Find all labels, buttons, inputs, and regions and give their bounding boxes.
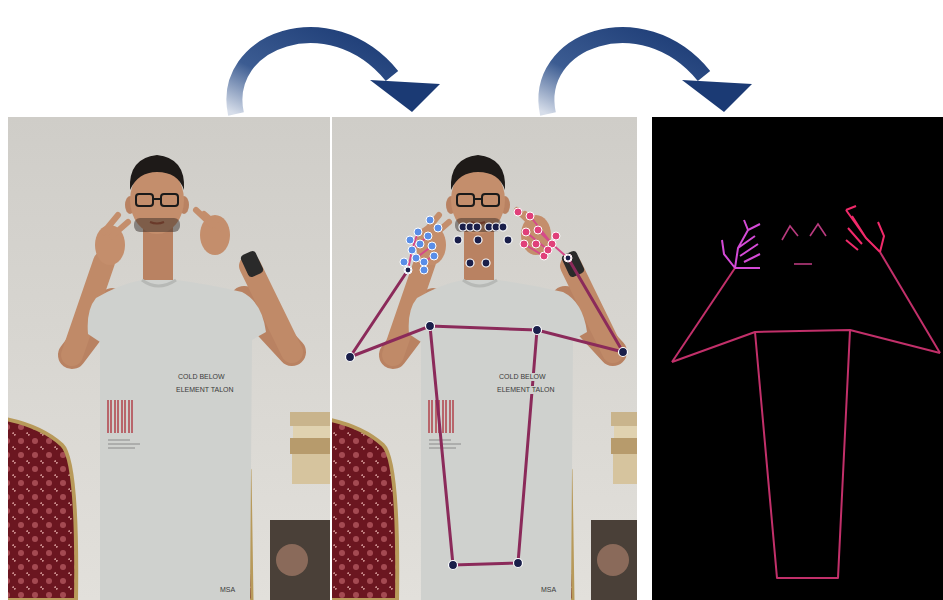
shirt-print: ELEMENT TALON <box>175 386 235 394</box>
shirt-print: COLD BELOW <box>177 373 226 381</box>
shirt-print: MSA <box>219 586 236 594</box>
landmark-photo <box>332 117 637 600</box>
input-photo <box>8 117 330 600</box>
shirt-print: ELEMENT TALON <box>496 386 556 394</box>
shirt-print: MSA <box>540 586 557 594</box>
shirt-print: COLD BELOW <box>498 373 547 381</box>
skeleton-render <box>652 117 943 600</box>
